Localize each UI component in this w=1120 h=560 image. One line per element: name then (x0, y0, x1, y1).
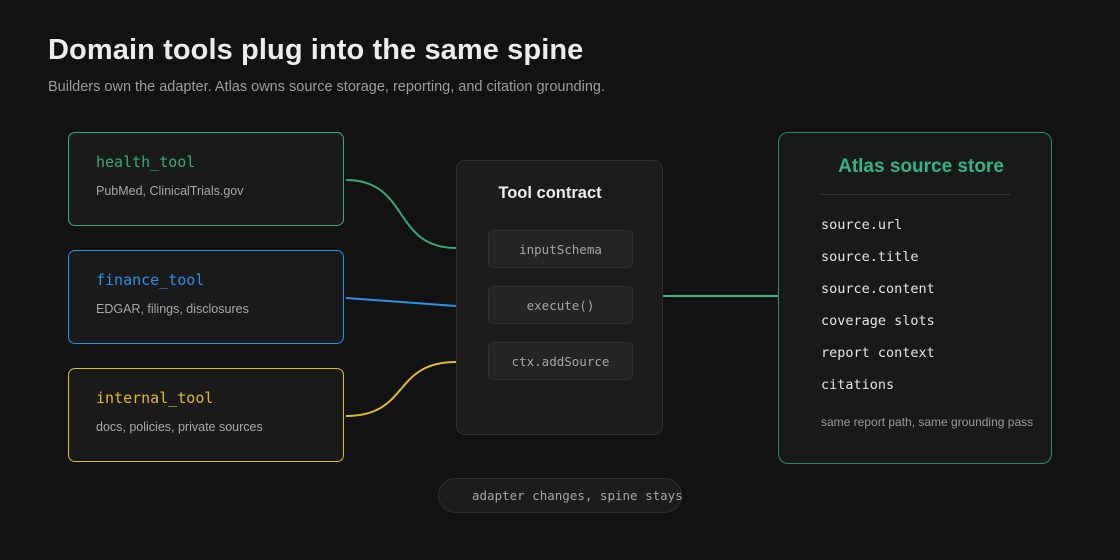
page-title: Domain tools plug into the same spine (48, 34, 584, 66)
contract-item-add-source: ctx.addSource (488, 342, 633, 380)
contract-item-execute: execute() (488, 286, 633, 324)
spine-badge: adapter changes, spine stays (438, 478, 683, 513)
store-field: source.url (821, 217, 903, 233)
contract-title: Tool contract (498, 184, 602, 202)
store-field: source.content (821, 281, 935, 297)
tool-name: internal_tool (96, 389, 214, 407)
tool-description: EDGAR, filings, disclosures (96, 302, 249, 316)
internal-tool-card: internal_tool docs, policies, private so… (68, 368, 344, 462)
health-connector (345, 179, 457, 249)
store-divider (821, 194, 1010, 195)
source-store-panel: Atlas source store source.url source.tit… (778, 132, 1052, 464)
tool-description: docs, policies, private sources (96, 420, 263, 434)
tool-name: finance_tool (96, 271, 205, 289)
store-field: report context (821, 345, 935, 361)
tool-description: PubMed, ClinicalTrials.gov (96, 184, 244, 198)
page-subtitle: Builders own the adapter. Atlas owns sou… (48, 79, 605, 95)
internal-connector (345, 361, 457, 417)
contract-item-input-schema: inputSchema (488, 230, 633, 268)
finance-connector (345, 297, 457, 307)
store-title: Atlas source store (838, 156, 1004, 177)
tool-name: health_tool (96, 153, 196, 171)
store-note: same report path, same grounding pass (821, 415, 1034, 429)
store-field: source.title (821, 249, 919, 265)
store-field: citations (821, 377, 895, 393)
finance-tool-card: finance_tool EDGAR, filings, disclosures (68, 250, 344, 344)
tool-contract-panel: Tool contract inputSchema execute() ctx.… (456, 160, 663, 435)
health-tool-card: health_tool PubMed, ClinicalTrials.gov (68, 132, 344, 226)
store-field: coverage slots (821, 313, 935, 329)
